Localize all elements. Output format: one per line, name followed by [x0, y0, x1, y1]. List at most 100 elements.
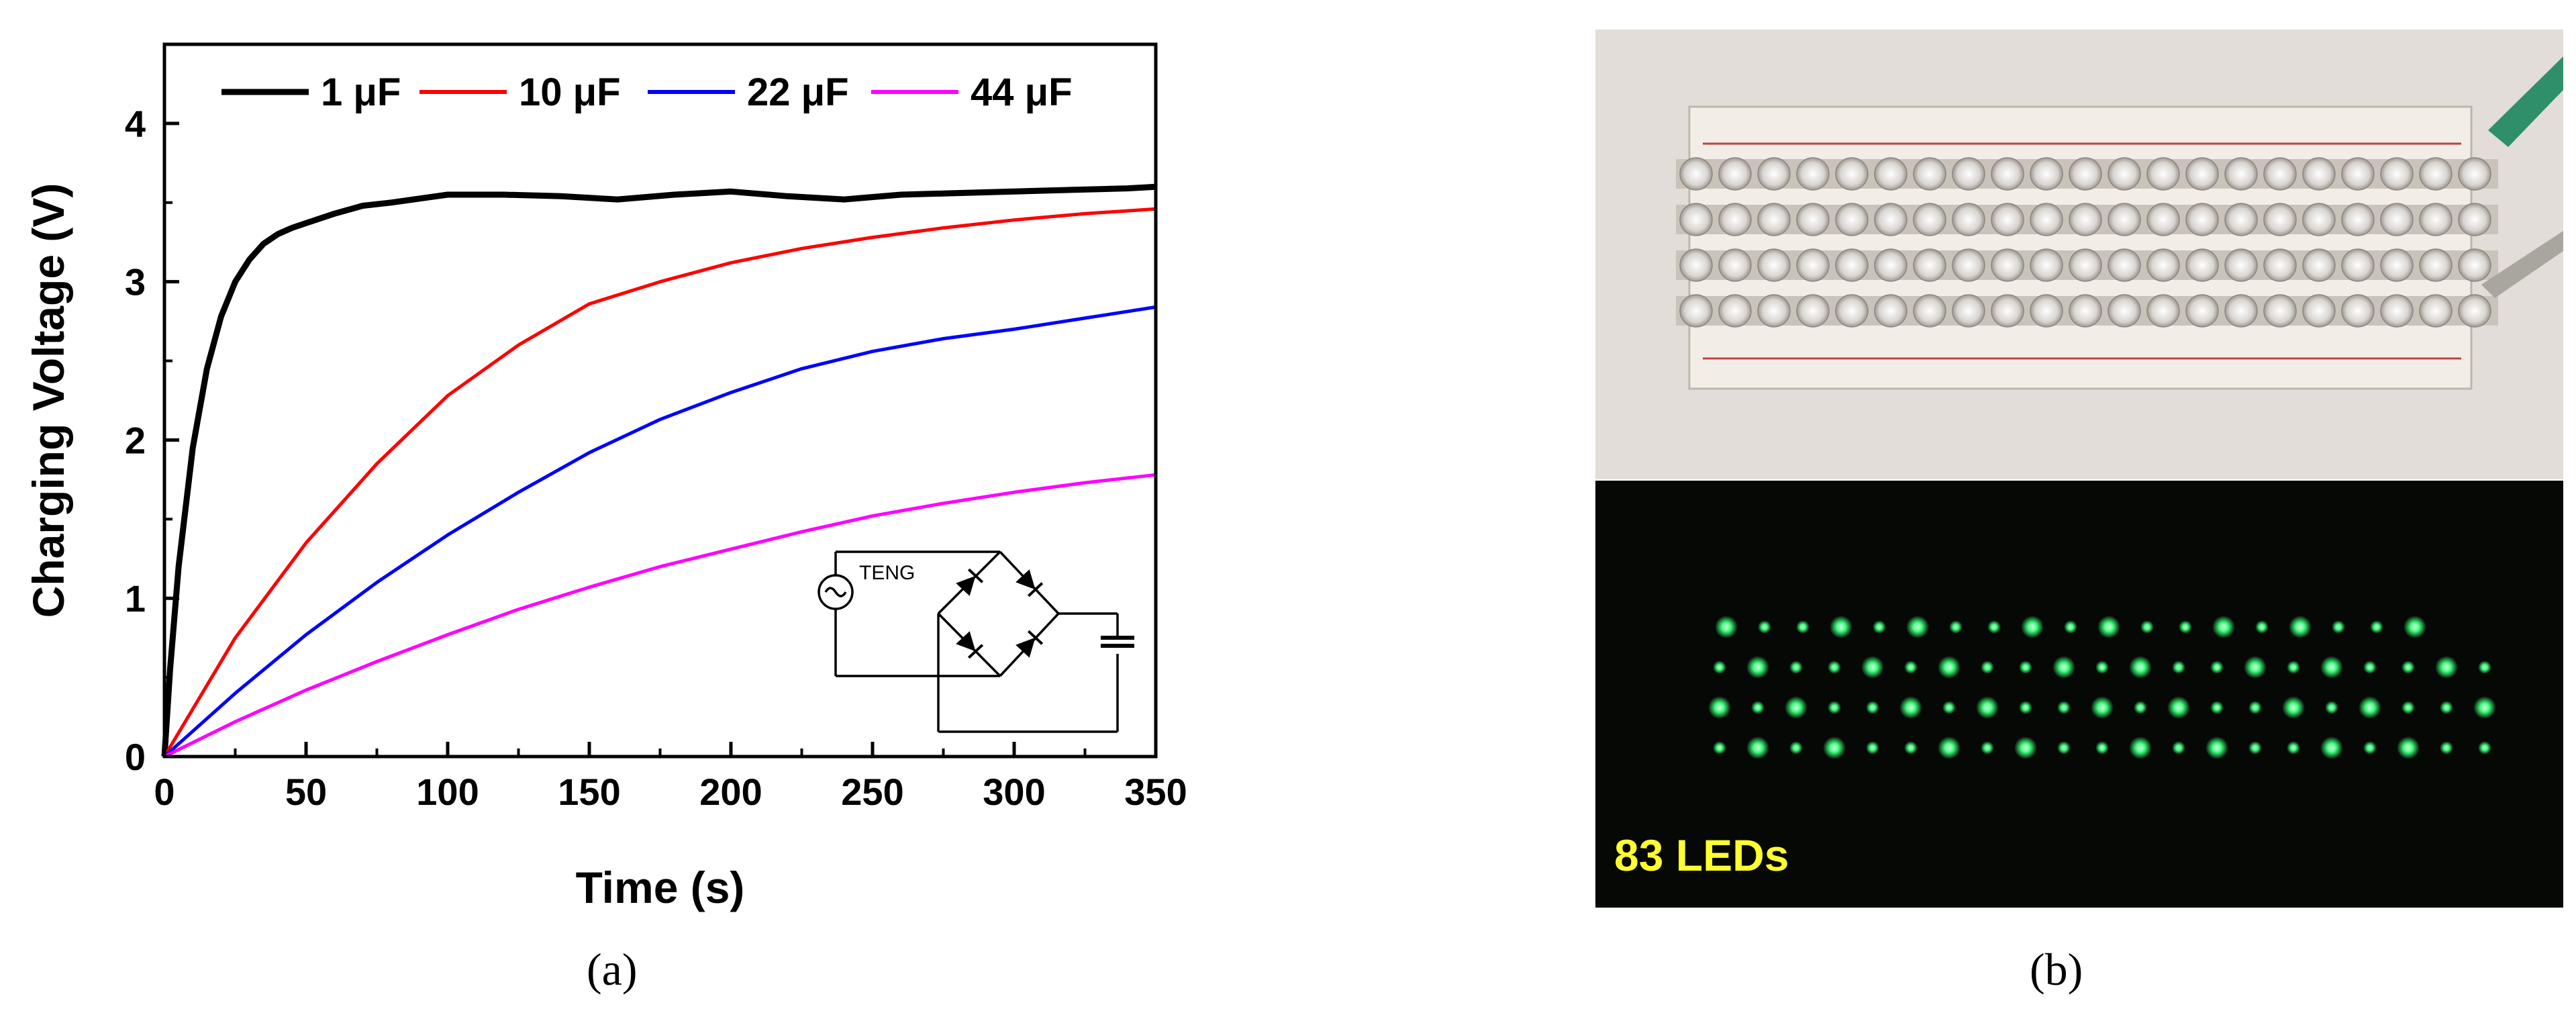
- lit-led: [1938, 736, 1961, 759]
- x-tick-label: 200: [699, 771, 762, 813]
- unlit-led: [1835, 157, 1869, 191]
- unlit-led: [2146, 203, 2180, 236]
- unlit-led: [1796, 203, 1830, 236]
- lit-led: [2255, 620, 2269, 634]
- y-tick-label: 1: [125, 577, 146, 620]
- lit-led: [2401, 701, 2415, 714]
- panel-label-a: (a): [587, 943, 637, 996]
- unlit-led: [2224, 157, 2258, 191]
- lit-led: [1746, 656, 1769, 679]
- lit-led: [2287, 741, 2300, 755]
- lit-led: [1938, 656, 1961, 679]
- unlit-led: [1991, 294, 2024, 328]
- unlit-led: [1913, 203, 1946, 236]
- lit-led: [2401, 661, 2415, 674]
- lit-led: [1823, 736, 1846, 759]
- unlit-led: [1835, 248, 1869, 282]
- lit-led: [2129, 736, 2152, 759]
- led-photo: [1595, 30, 2563, 908]
- unlit-led: [2146, 248, 2180, 282]
- unlit-led: [1952, 294, 1985, 328]
- unlit-led: [2146, 157, 2180, 191]
- unlit-led: [1679, 157, 1713, 191]
- diode-icon: [956, 568, 984, 596]
- lit-led: [2095, 741, 2109, 755]
- lit-led: [1942, 701, 1956, 714]
- led-photo-panel: 83 LEDs: [1595, 30, 2563, 908]
- unlit-led: [1991, 203, 2024, 236]
- diode-bar: [1027, 582, 1044, 597]
- lit-led: [1713, 661, 1726, 674]
- inset-circuit-diagram: TENG: [818, 550, 1134, 733]
- lit-led: [2212, 616, 2235, 638]
- unlit-led: [2030, 248, 2063, 282]
- lit-led: [1904, 661, 1918, 674]
- lit-led: [2134, 701, 2147, 714]
- x-axis-label: Time (s): [576, 863, 745, 912]
- diode-icon: [1015, 630, 1044, 658]
- unlit-led: [1679, 294, 1713, 328]
- diode-icon: [956, 631, 984, 659]
- lit-led: [1866, 741, 1879, 755]
- y-tick-label: 3: [125, 261, 146, 303]
- lit-led: [2440, 701, 2453, 714]
- unlit-led: [2146, 294, 2180, 328]
- unlit-led: [2458, 157, 2491, 191]
- lit-led: [2363, 661, 2377, 674]
- unlit-led: [2224, 248, 2258, 282]
- unlit-led: [2108, 294, 2141, 328]
- unlit-led: [2263, 248, 2297, 282]
- lit-led: [1976, 696, 1999, 719]
- lit-led: [1708, 696, 1731, 719]
- lit-led: [1828, 701, 1841, 714]
- x-tick-label: 150: [558, 771, 620, 813]
- lit-led: [2248, 701, 2262, 714]
- alligator-clip-icon: [2481, 231, 2563, 298]
- unlit-led: [1835, 294, 1869, 328]
- unlit-led: [2380, 203, 2414, 236]
- lit-led: [1715, 616, 1738, 638]
- series-line-1-μF: [161, 183, 1156, 757]
- unlit-led: [2185, 203, 2219, 236]
- led-count-caption: 83 LEDs: [1614, 830, 1789, 880]
- alligator-clip-icon: [2488, 56, 2563, 147]
- lit-led: [2248, 741, 2262, 755]
- x-tick-label: 350: [1124, 771, 1187, 813]
- lit-led: [2359, 696, 2381, 719]
- diode-bar: [967, 644, 984, 659]
- unlit-led: [2263, 294, 2297, 328]
- unlit-led: [2069, 157, 2102, 191]
- unlit-led: [1796, 248, 1830, 282]
- unlit-led: [1796, 294, 1830, 328]
- lit-led: [2179, 620, 2192, 634]
- lit-led: [2210, 661, 2224, 674]
- unlit-led: [1679, 203, 1713, 236]
- lit-led: [2282, 696, 2305, 719]
- lit-led: [2140, 620, 2154, 634]
- x-tick-label: 50: [285, 771, 327, 813]
- series-line-44-μF: [163, 473, 1156, 759]
- panel-b-text: (b): [2030, 944, 2083, 995]
- lit-led: [2289, 616, 2312, 638]
- unlit-led: [2224, 294, 2258, 328]
- lit-led: [2167, 696, 2190, 719]
- unlit-led: [1952, 157, 1985, 191]
- lit-led: [1906, 616, 1929, 638]
- lit-led: [2332, 620, 2345, 634]
- panel-label-b: (b): [2030, 943, 2083, 996]
- lit-led: [1861, 656, 1884, 679]
- lit-led: [2370, 620, 2383, 634]
- unlit-led: [1718, 248, 1752, 282]
- unlit-led: [2419, 157, 2453, 191]
- lit-led: [2244, 656, 2267, 679]
- lit-led: [1873, 620, 1886, 634]
- diode-triangle: [956, 575, 976, 596]
- lit-led: [2019, 701, 2032, 714]
- data-curves: [161, 183, 1156, 759]
- unlit-led: [2108, 157, 2141, 191]
- unlit-led: [2419, 248, 2453, 282]
- unlit-led: [2030, 294, 2063, 328]
- unlit-led: [2185, 248, 2219, 282]
